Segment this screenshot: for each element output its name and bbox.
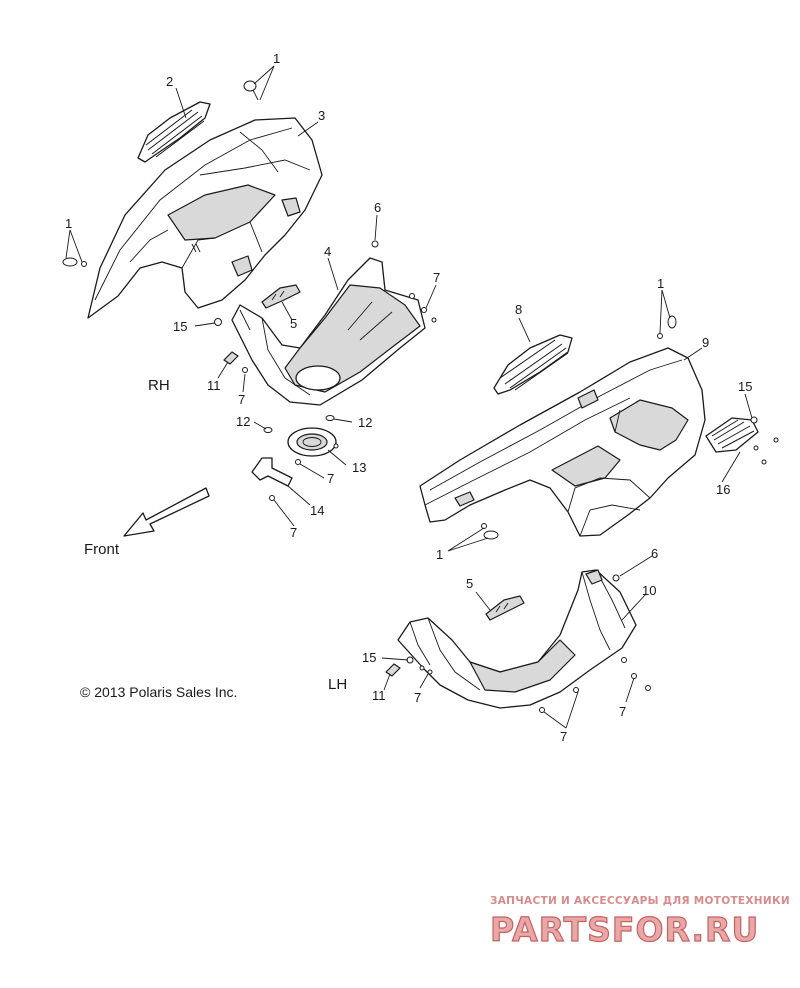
- callout-7-e: 7: [414, 690, 421, 705]
- part-5-latch-bottom: [485, 595, 525, 621]
- part-11-clip-lh: [385, 663, 401, 677]
- leader-lines: [65, 65, 753, 729]
- callout-6-bottom: 6: [651, 546, 658, 561]
- callout-15-rh: 15: [173, 319, 187, 334]
- part-5-latch-top: [261, 284, 301, 309]
- rh-fasteners: [62, 80, 437, 501]
- callout-15-right: 15: [738, 379, 752, 394]
- callout-4: 4: [324, 244, 331, 259]
- watermark-logo: PARTSFOR.RU: [490, 910, 759, 949]
- part-11-clip-rh: [223, 351, 239, 365]
- part-10-lh-inner-panel: [397, 569, 637, 709]
- front-label: Front: [84, 541, 120, 558]
- rh-label: RH: [148, 377, 170, 394]
- part-9-lh-side-panel: [419, 347, 706, 537]
- part-2-rh-vent: [137, 101, 211, 163]
- callout-9: 9: [702, 335, 709, 350]
- part-13-bezel: [287, 427, 337, 457]
- lh-label: LH: [328, 676, 347, 693]
- watermark: ЗАПЧАСТИ И АКСЕССУАРЫ ДЛЯ МОТОТЕХНИКИ PA…: [489, 895, 790, 950]
- callout-1-top: 1: [273, 51, 280, 66]
- callout-15-lh: 15: [362, 650, 376, 665]
- callout-8: 8: [515, 302, 522, 317]
- callout-7-f: 7: [560, 729, 567, 744]
- callout-14: 14: [310, 503, 324, 518]
- watermark-tagline: ЗАПЧАСТИ И АКСЕССУАРЫ ДЛЯ МОТОТЕХНИКИ: [490, 895, 790, 907]
- callout-3: 3: [318, 108, 325, 123]
- callout-7-b: 7: [238, 392, 245, 407]
- copyright-notice: © 2013 Polaris Sales Inc.: [80, 684, 237, 700]
- callout-11-rh: 11: [207, 378, 221, 393]
- callout-12-right: 12: [358, 415, 372, 430]
- callout-5-bottom: 5: [466, 576, 473, 591]
- callout-12-left: 12: [236, 414, 250, 429]
- callout-16: 16: [716, 482, 730, 497]
- callout-1-right: 1: [657, 276, 664, 291]
- lh-fasteners: [406, 315, 779, 713]
- callout-6-top: 6: [374, 200, 381, 215]
- callout-11-lh: 11: [372, 688, 386, 703]
- callout-7-a: 7: [433, 270, 440, 285]
- callout-7-g: 7: [619, 704, 626, 719]
- part-16-rear-vent: [705, 417, 759, 453]
- part-8-lh-vent: [493, 334, 573, 395]
- callout-13: 13: [352, 460, 366, 475]
- callout-numbers: 1 2 3 1 6 4 7 5 15 11 7 12 12 13 7 14 7 …: [65, 51, 752, 744]
- part-3-rh-side-panel: [87, 117, 323, 319]
- part-14-bracket: [251, 457, 293, 487]
- part-4-rh-inner-panel: [231, 257, 426, 406]
- callout-1-bottom: 1: [436, 547, 443, 562]
- callout-7-c: 7: [327, 471, 334, 486]
- callout-7-d: 7: [290, 525, 297, 540]
- callout-10: 10: [642, 583, 656, 598]
- callout-5-top: 5: [290, 316, 297, 331]
- callout-2: 2: [166, 74, 173, 89]
- front-arrow: [123, 487, 210, 537]
- callout-1-left: 1: [65, 216, 72, 231]
